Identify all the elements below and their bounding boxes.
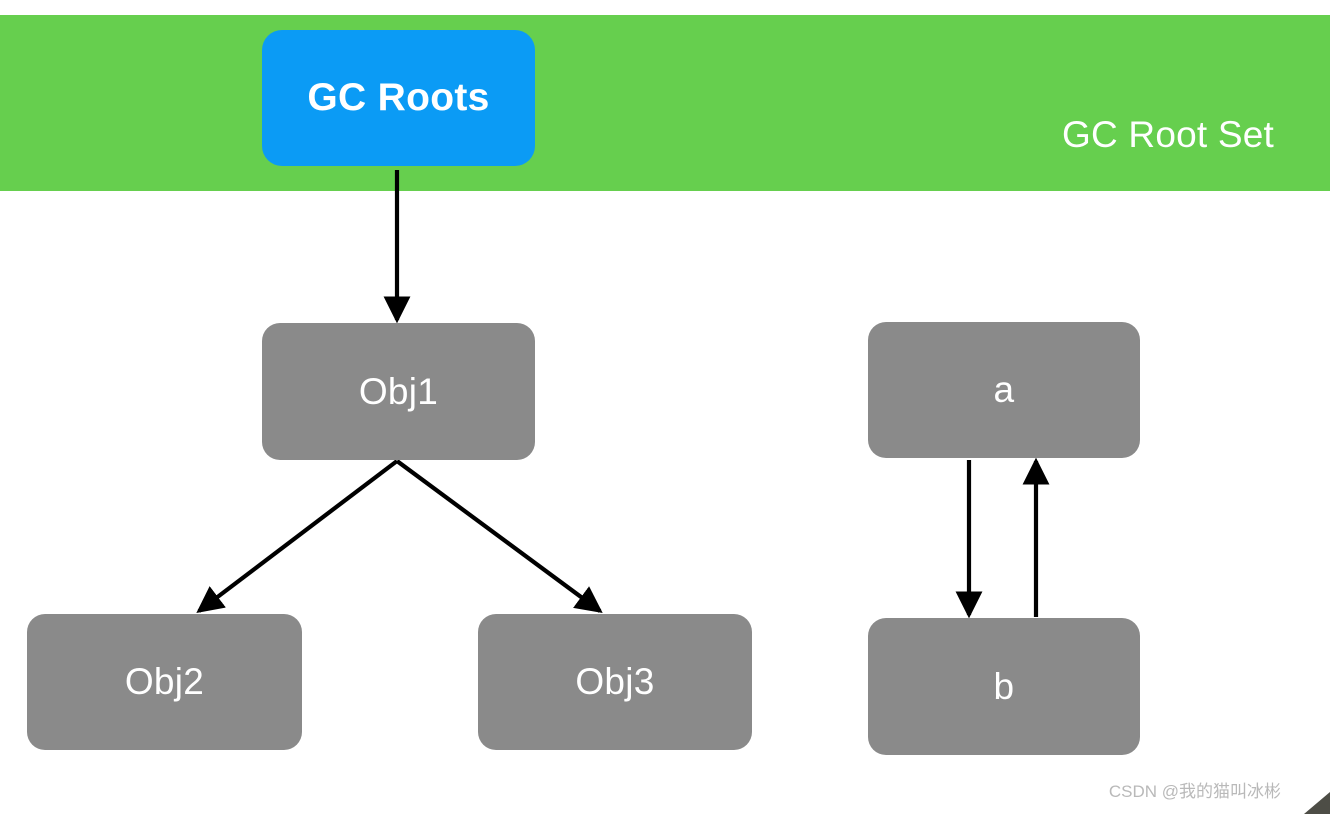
node-obj2[interactable]: Obj2	[27, 614, 302, 750]
corner-fold-icon	[1304, 792, 1330, 814]
node-obj1[interactable]: Obj1	[262, 323, 535, 460]
node-b[interactable]: b	[868, 618, 1140, 755]
node-gc-roots-label: GC Roots	[307, 76, 490, 119]
node-obj2-label: Obj2	[124, 661, 205, 702]
node-gc-roots[interactable]: GC Roots	[262, 30, 535, 166]
gc-root-set-band	[0, 15, 1330, 191]
node-obj3[interactable]: Obj3	[478, 614, 752, 750]
node-obj1-label: Obj1	[358, 370, 439, 412]
watermark-text: CSDN @我的猫叫冰彬	[1108, 782, 1281, 801]
edge-obj1-to-obj2	[196, 459, 399, 614]
node-obj3-label: Obj3	[575, 661, 655, 702]
node-b-label: b	[993, 665, 1015, 707]
node-a[interactable]: a	[868, 322, 1140, 458]
edge-obj1-to-obj3	[395, 459, 603, 613]
node-a-label: a	[993, 369, 1015, 410]
gc-root-set-label: GC Root Set	[1062, 114, 1274, 155]
